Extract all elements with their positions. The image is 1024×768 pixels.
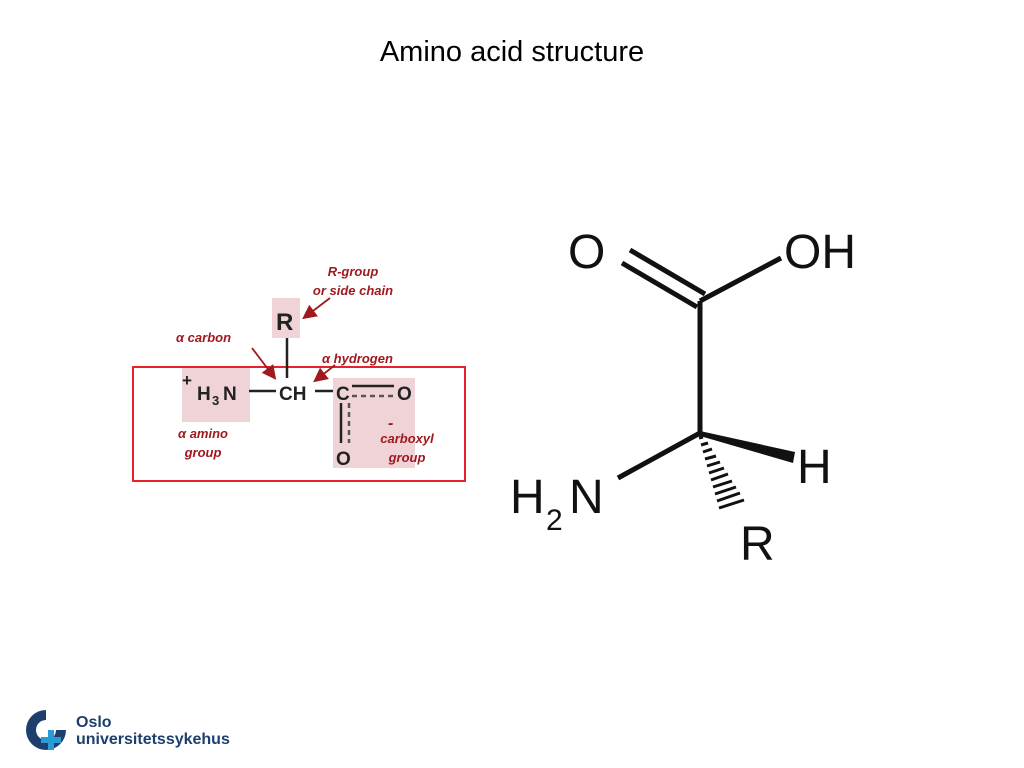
hospital-logo-icon: [26, 710, 66, 750]
alpha-carbon-label: α carbon: [176, 330, 231, 345]
arrow-to-alpha-hydrogen: [313, 364, 336, 383]
h3n-h: H: [197, 384, 211, 405]
bond-c-oh: [698, 255, 783, 304]
arrow-to-r-group: [302, 297, 331, 320]
oxygen-bottom: O: [336, 449, 351, 470]
bond-calpha-n: [616, 430, 702, 481]
arrow-to-alpha-carbon: [251, 347, 277, 380]
carboxyl-charge: -: [388, 415, 393, 432]
hashed-bond-r: [698, 435, 745, 510]
carboxyl-label-line1: carboxyl: [380, 431, 434, 446]
bond-carbonyl-1: [620, 260, 699, 310]
alpha-carbon-ch: CH: [279, 384, 306, 405]
hydroxyl-group: OH: [784, 226, 856, 279]
alpha-amino-label-line2: group: [184, 445, 222, 460]
r-group-label-line1: R-group: [328, 264, 379, 279]
h3n-n: N: [223, 384, 237, 405]
amino-group-highlight: [182, 368, 250, 422]
alpha-amino-label-line1: α amino: [178, 426, 228, 441]
r-atom: R: [276, 309, 293, 336]
skeletal-amino-acid-structure: O OH H H 2 N R: [510, 226, 856, 571]
r-group-highlight: [272, 298, 300, 338]
slide-title: Amino acid structure: [379, 36, 645, 68]
alpha-hydrogen: H: [797, 441, 832, 494]
carboxyl-group-highlight: [333, 378, 415, 468]
plus-charge: +: [182, 371, 192, 390]
amine-subscript: 2: [546, 504, 563, 537]
carboxyl-label-line2: group: [388, 450, 426, 465]
carbonyl-carbon: C: [336, 384, 350, 405]
r-group-label-line2: or side chain: [313, 283, 393, 298]
hospital-logo-text: Oslo universitetssykehus: [76, 714, 230, 748]
side-chain-r: R: [740, 518, 775, 571]
oxygen-right: O: [397, 384, 412, 405]
logo-line-1: Oslo: [76, 714, 112, 731]
wedge-bond-h: [700, 431, 795, 463]
backbone-box: [132, 366, 466, 482]
logo-line-2: universitetssykehus: [76, 731, 230, 748]
h3n-subscript: 3: [212, 393, 219, 408]
bond-carbonyl-2: [628, 247, 707, 297]
carbonyl-oxygen: O: [568, 226, 605, 279]
amine-h: H: [510, 471, 545, 524]
alpha-hydrogen-label: α hydrogen: [322, 351, 393, 366]
labeled-amino-acid-diagram: R + H 3 N CH C O O R-group or side chain…: [132, 264, 466, 482]
amine-n: N: [569, 471, 604, 524]
